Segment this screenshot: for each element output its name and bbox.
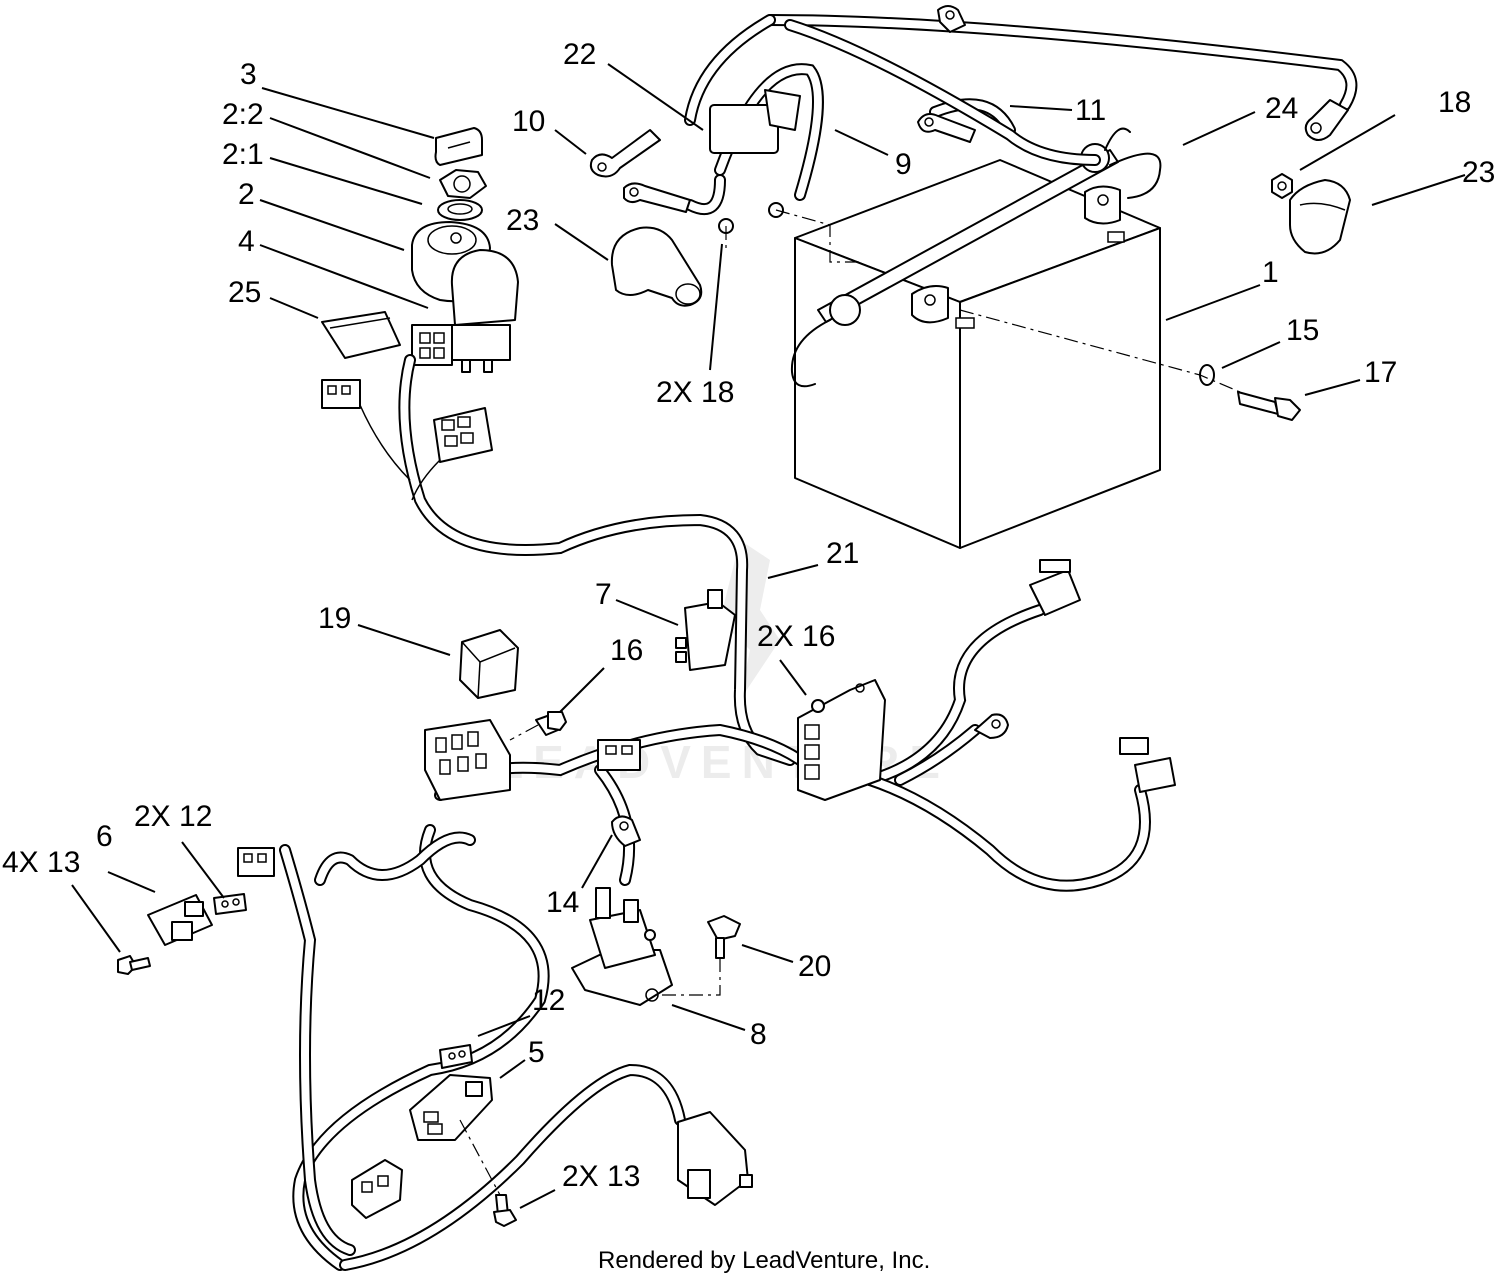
harness-connector-grid: [433, 407, 493, 463]
callout-12: 12: [532, 984, 565, 1017]
ring-terminal-inner: [623, 182, 691, 213]
hour-meter-4: [449, 249, 519, 373]
screw-16: [535, 711, 567, 736]
callout-19: 19: [318, 602, 351, 635]
callout-2-2: 2:2: [222, 98, 264, 131]
callout-2: 2: [238, 178, 255, 211]
leader-lines: [71, 63, 1466, 1209]
connector-25: [321, 311, 401, 359]
callout-6: 6: [96, 820, 113, 853]
inline-fuse-holder-22: [709, 104, 779, 154]
callout-4x13: 4X 13: [2, 846, 80, 879]
ring-terminal-top: [937, 5, 966, 33]
callout-1: 1: [1262, 256, 1279, 289]
screw-4x13: [117, 955, 151, 975]
washer-2-1: [437, 199, 483, 221]
harness-connector-lower-left: [237, 847, 275, 877]
callout-7: 7: [595, 578, 612, 611]
screw-2x13: [493, 1194, 517, 1227]
bolt-20: [707, 915, 741, 959]
switch-6: [147, 894, 213, 946]
callout-8: 8: [750, 1018, 767, 1051]
connector-right-mid: [1119, 737, 1176, 793]
relay-19: [459, 629, 519, 699]
clip-12: [439, 1044, 473, 1069]
ring-terminal-24: [1304, 99, 1349, 141]
callout-3: 3: [240, 58, 257, 91]
starter-solenoid-8: [571, 887, 673, 1006]
callout-25: 25: [228, 276, 261, 309]
key-3: [434, 127, 483, 166]
battery: [790, 127, 1162, 549]
callout-16: 16: [610, 634, 643, 667]
fuse-holder-2x16: [797, 679, 886, 801]
callout-18: 18: [1438, 86, 1471, 119]
harness-connector-left: [321, 379, 361, 409]
watermark-logo: [720, 540, 780, 700]
callout-15: 15: [1286, 314, 1319, 347]
callout-17: 17: [1364, 356, 1397, 389]
bolt-20-centerline: [660, 958, 721, 996]
callout-20: 20: [798, 950, 831, 983]
clip-2x12: [213, 893, 247, 915]
callout-21: 21: [826, 537, 859, 570]
eyelet-14: [611, 815, 641, 847]
nut-2-2: [439, 169, 487, 199]
washer-15: [1199, 364, 1215, 386]
callout-9: 9: [895, 148, 912, 181]
callout-5: 5: [528, 1036, 545, 1069]
callout-2-1: 2:1: [222, 138, 264, 171]
harness-connector-bottom-right: [677, 1111, 753, 1206]
nut-18: [1271, 173, 1293, 199]
callout-2x18: 2X 18: [656, 376, 734, 409]
bolt-17: [1237, 391, 1301, 421]
footer-credit: Rendered by LeadVenture, Inc.: [598, 1247, 930, 1274]
callout-4: 4: [238, 225, 255, 258]
switch-terminal-block: [411, 324, 453, 366]
fuse-block: [424, 719, 511, 801]
terminal-boot-left: [610, 226, 703, 307]
callout-10: 10: [512, 105, 545, 138]
battery-cables: [589, 5, 1358, 263]
callout-11: 11: [1075, 94, 1106, 127]
callout-2x16: 2X 16: [757, 620, 835, 653]
callout-2x13: 2X 13: [562, 1160, 640, 1193]
callout-labels: 3 2:2 2:1 2 4 25 10 22 9 11 24 18 23 1 1…: [2, 38, 1495, 1193]
ring-terminal-harness: [974, 713, 1009, 739]
harness-connector-mid: [597, 739, 641, 771]
screw-16-centerline: [509, 724, 539, 741]
callout-2x12: 2X 12: [134, 800, 212, 833]
connector-right-top: [1029, 559, 1081, 616]
callout-23-right: 23: [1462, 156, 1495, 189]
callout-24: 24: [1265, 92, 1298, 125]
callout-23-left: 23: [506, 204, 539, 237]
terminal-boot-right: [1289, 179, 1351, 255]
ring-terminal-10: [589, 129, 661, 178]
harness-connector-bottom: [351, 1159, 403, 1219]
callout-22: 22: [563, 38, 596, 71]
ring-terminal-11: [917, 113, 976, 143]
switch-7: [675, 589, 736, 671]
battery-bolt-centerline: [959, 309, 1241, 393]
switch-5: [409, 1074, 493, 1141]
callout-14: 14: [546, 886, 579, 919]
